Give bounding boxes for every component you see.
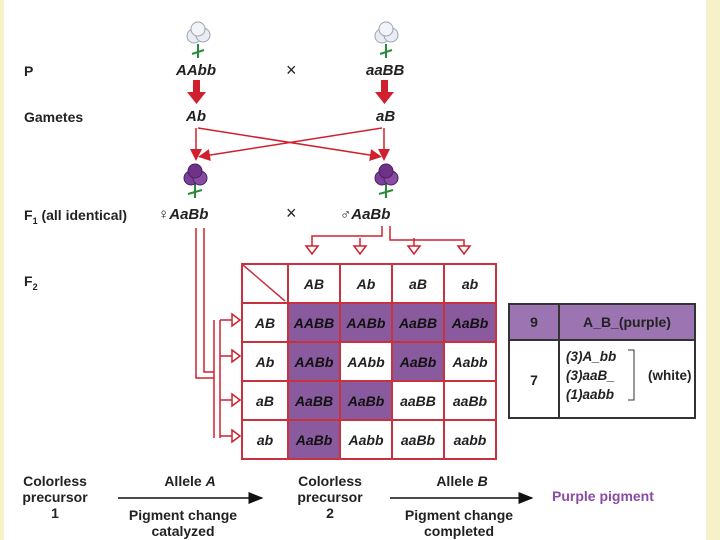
punnett-row-header: ab — [241, 419, 289, 460]
parent-left-genotype: AAbb — [176, 62, 216, 79]
f2-label: F2 — [24, 273, 38, 292]
gamete-cross-arrows — [190, 127, 390, 161]
gametes-label: Gametes — [24, 109, 84, 125]
purple-description: A_B_(purple) — [583, 314, 671, 330]
female-gamete-distribution-arrows — [195, 228, 242, 444]
white-description: (white) — [648, 368, 692, 383]
allele-a-label: Allele A — [164, 473, 216, 489]
female-symbol-icon: ♀ — [158, 206, 170, 223]
male-gamete-distribution-arrows — [304, 226, 472, 256]
white-ratio-row: 7 (3)A_bb (3)aaB_ (1)aabb (white) — [510, 341, 694, 419]
punnett-cell: Aabb — [339, 419, 393, 460]
cross-symbol: × — [286, 203, 297, 223]
punnett-column-header: AB — [287, 263, 341, 304]
gamete-left: Ab — [186, 108, 206, 125]
punnett-cell: AaBb — [339, 380, 393, 421]
purple-pigment-label: Purple pigment — [552, 488, 654, 504]
punnett-cell: AABb — [287, 341, 341, 382]
punnett-row-header: AB — [241, 302, 289, 343]
punnett-cell: Aabb — [443, 341, 497, 382]
male-symbol-icon: ♂ — [340, 206, 352, 223]
punnett-row-header: Ab — [241, 341, 289, 382]
punnett-corner — [241, 263, 289, 304]
punnett-cell: aaBB — [391, 380, 445, 421]
white-flower-icon — [374, 21, 399, 58]
purple-ratio-row: 9 A_B_(purple) — [510, 305, 694, 341]
punnett-cell: AaBb — [443, 302, 497, 343]
purple-flower-icon — [374, 163, 399, 198]
white-count: 7 — [510, 341, 560, 419]
allele-b-label: Allele B — [436, 473, 488, 489]
punnett-column-header: Ab — [339, 263, 393, 304]
f1-male: ♂AaBb — [340, 206, 391, 223]
cross-symbol: × — [286, 60, 297, 80]
punnett-cell: AABB — [287, 302, 341, 343]
punnett-cell: aabb — [443, 419, 497, 460]
gamete-right: aB — [376, 108, 396, 125]
white-flower-icon — [186, 21, 211, 58]
punnett-cell: AABb — [339, 302, 393, 343]
white-genotypes: (3)A_bb (3)aaB_ (1)aabb (white) — [560, 341, 694, 419]
punnett-cell: AaBB — [391, 302, 445, 343]
punnett-cell: AaBB — [287, 380, 341, 421]
punnett-cell: aaBb — [391, 419, 445, 460]
white-genotype: (3)A_bb — [566, 349, 617, 364]
white-genotype: (1)aabb — [566, 387, 615, 402]
white-genotype: (3)aaB_ — [566, 368, 615, 383]
parental-label: P — [24, 63, 34, 79]
punnett-cell: AaBb — [391, 341, 445, 382]
parent-right-genotype: aaBB — [366, 62, 405, 79]
phenotype-ratio-box: 9 A_B_(purple) 7 (3)A_bb (3)aaB_ (1)aabb… — [508, 303, 696, 419]
white-bracket — [628, 349, 635, 401]
purple-flower-icon — [183, 163, 208, 198]
punnett-cell: AaBb — [287, 419, 341, 460]
parent-to-gamete-arrow — [187, 80, 206, 104]
f1-label: F1 (all identical) — [24, 207, 128, 226]
punnett-row-header: aB — [241, 380, 289, 421]
punnett-column-header: ab — [443, 263, 497, 304]
punnett-cell: aaBb — [443, 380, 497, 421]
punnett-cell: AAbb — [339, 341, 393, 382]
f1-female: ♀AaBb — [158, 206, 209, 223]
purple-count: 9 — [510, 305, 560, 339]
parent-to-gamete-arrow — [375, 80, 394, 104]
punnett-column-header: aB — [391, 263, 445, 304]
